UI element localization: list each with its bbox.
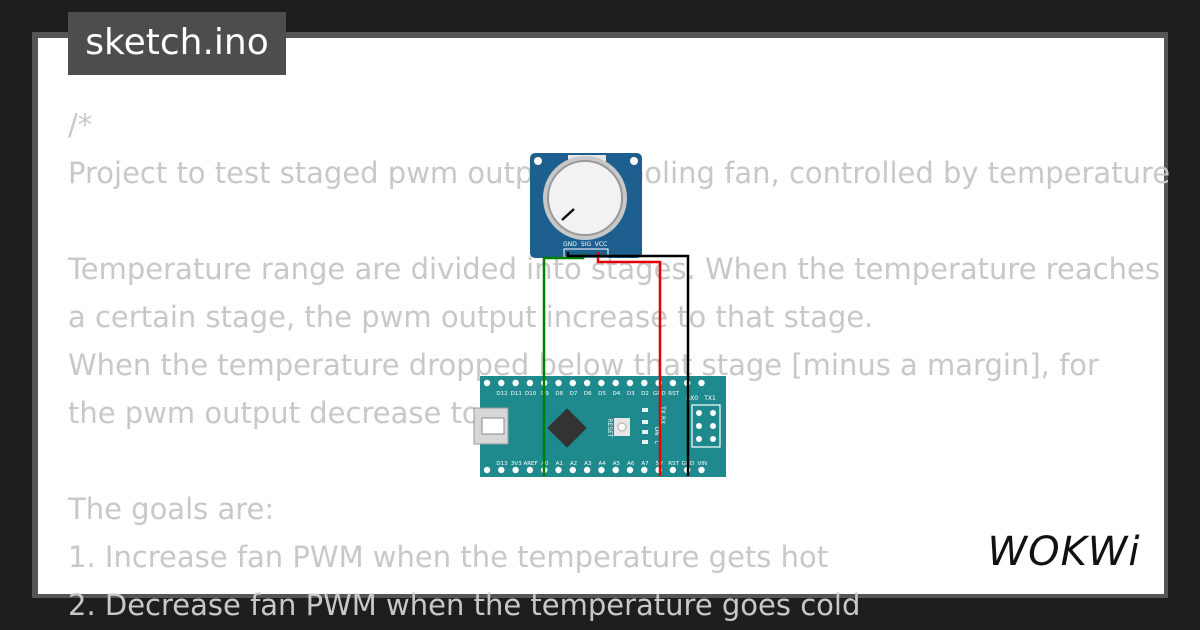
icsp-pin [696,436,702,442]
bottom-pin-label: A2 [570,461,577,467]
header-pin[interactable] [669,379,677,387]
reset-button-cap [617,422,627,432]
top-pin-label: D8 [555,391,563,397]
board-pcb [480,376,726,477]
header-pin[interactable] [612,466,619,474]
header-pin[interactable] [641,379,648,387]
bottom-pin-label: D13 [496,461,508,467]
icsp-pin [696,410,702,416]
header-pin[interactable] [569,466,576,474]
top-pin-label: D6 [584,391,592,397]
header-pin[interactable] [641,466,648,474]
bottom-pin-label: A7 [641,461,649,467]
top-pin-label: D3 [627,391,635,397]
usb-port [481,417,505,435]
header-pin[interactable] [555,466,562,474]
sensor-pin-label-vcc: VCC [595,241,607,248]
rx-led [642,420,648,424]
mount-hole [630,157,638,165]
code-line: /* [68,108,93,142]
l-label: L [653,440,660,444]
bottom-pin-label: 3V3 [511,461,522,467]
knob-indicator [561,208,575,221]
code-line: The goals are: [68,492,275,526]
header-pin[interactable] [526,466,534,474]
microcontroller-chip [547,408,587,448]
bottom-pin-label: A5 [613,461,621,467]
reset-label: RESET [606,418,613,438]
header-pin[interactable] [483,466,491,474]
tx1-label: TX1 [703,395,716,402]
top-pin-label: D12 [496,391,507,397]
icsp-pin [710,423,716,429]
code-line: 1. Increase fan PWM when the temperature… [68,540,829,574]
header-pin[interactable] [612,379,619,387]
top-pin-label: D11 [511,391,522,397]
code-line: the pwm output decrease to [68,396,480,430]
bottom-pin-label: A3 [584,461,592,467]
header-pin[interactable] [598,466,605,474]
rx0-label: RX0 [686,395,698,402]
header-pin[interactable] [626,379,634,387]
top-pin-label: RST [668,391,679,397]
header-pin[interactable] [598,379,605,387]
file-tab[interactable]: sketch.ino [68,12,286,75]
wire-gnd[interactable] [566,252,690,476]
icsp-pin [710,410,716,416]
header-pin[interactable] [526,379,534,387]
bottom-pin-label: VIN [697,461,707,467]
sensor-knob [547,160,623,236]
top-pin-label: D10 [525,391,537,397]
bottom-pin-label: A4 [598,461,606,467]
tx-led [642,408,648,412]
bottom-pin-label: A6 [627,461,635,467]
header-pin[interactable] [669,466,677,474]
header-pin[interactable] [626,466,634,474]
header-pin[interactable] [583,466,591,474]
temperature-sensor[interactable]: GND SIG VCC [530,153,642,258]
icsp-header [691,404,721,448]
on-label: ON [653,426,660,435]
header-pin[interactable] [569,379,576,387]
code-line: a certain stage, the pwm output increase… [68,300,874,334]
bottom-pin-label: A1 [556,461,563,467]
sensor-pin-label-gnd: GND [563,241,577,248]
header-pin[interactable] [498,379,505,387]
header-pin[interactable] [698,379,705,387]
tx-label: TX [659,405,666,414]
code-panel: /*Project to test staged pwm output to c… [38,38,1170,622]
mount-hole [534,157,542,165]
header-pin[interactable] [583,379,591,387]
l-led [642,440,648,444]
bottom-pin-label: RST [668,461,679,467]
header-pin[interactable] [498,466,505,474]
top-pin-label: D2 [641,391,649,397]
top-pin-label: D7 [570,391,578,397]
bottom-pin-label: AREF [523,461,537,467]
sensor-pin-label-sig: SIG [581,241,592,248]
rx-label: RX [659,416,666,424]
header-pin[interactable] [483,379,491,387]
on-led [642,430,648,434]
icsp-pin [710,436,716,442]
icsp-pin [696,423,702,429]
wokwi-logo: WOKWi [987,529,1141,575]
top-pin-label: D5 [598,391,606,397]
header-pin[interactable] [555,379,562,387]
header-pin[interactable] [698,466,705,474]
header-pin[interactable] [512,466,519,474]
code-line: 2. Decrease fan PWM when the temperature… [68,588,861,622]
icsp-pins [696,410,716,442]
bottom-pin-row [483,466,705,474]
top-pin-label: D4 [613,391,621,397]
header-pin[interactable] [512,379,519,387]
